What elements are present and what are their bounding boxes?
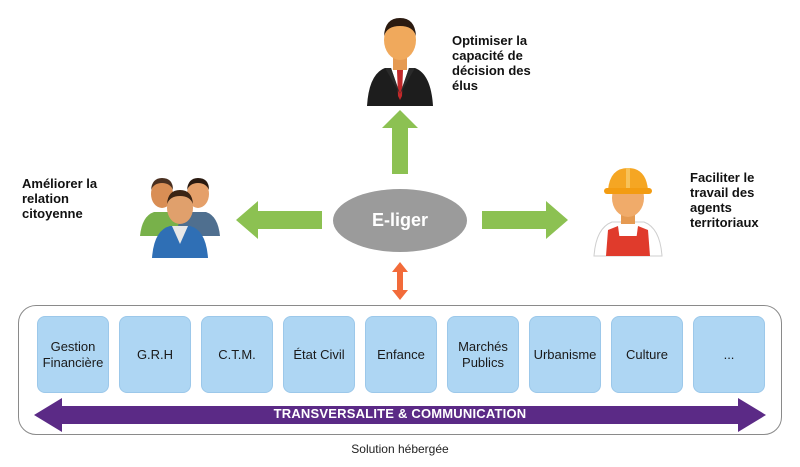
businessman-icon [367,18,433,106]
module-grh: G.R.H [119,316,191,393]
band-label: TRANSVERSALITE & COMMUNICATION [273,406,527,421]
center-node-label: E-liger [371,210,428,230]
module-marches-publics: Marchés Publics [447,316,519,393]
module-urbanisme: Urbanisme [529,316,601,393]
citizens-group-icon [140,178,220,258]
center-node: E-liger [333,189,467,252]
module-culture: Culture [611,316,683,393]
double-arrow-vertical-icon [392,262,408,300]
arrow-left-icon [236,201,322,239]
module-etat-civil: État Civil [283,316,355,393]
arrow-right-icon [482,201,568,239]
module-ctm: C.T.M. [201,316,273,393]
goal-agents-caption: Faciliter le travail des agents territor… [690,170,759,230]
module-enfance: Enfance [365,316,437,393]
module-more: ... [693,316,765,393]
transversality-band [34,398,766,432]
module-gestion-financiere: Gestion Financière [37,316,109,393]
construction-worker-icon [593,168,663,257]
goal-decision-caption: Optimiser la capacité de décision des él… [452,33,531,93]
footer-label: Solution hébergée [351,442,449,456]
goal-citizen-caption: Améliorer la relation citoyenne [22,176,98,221]
arrow-up-icon [382,110,418,174]
